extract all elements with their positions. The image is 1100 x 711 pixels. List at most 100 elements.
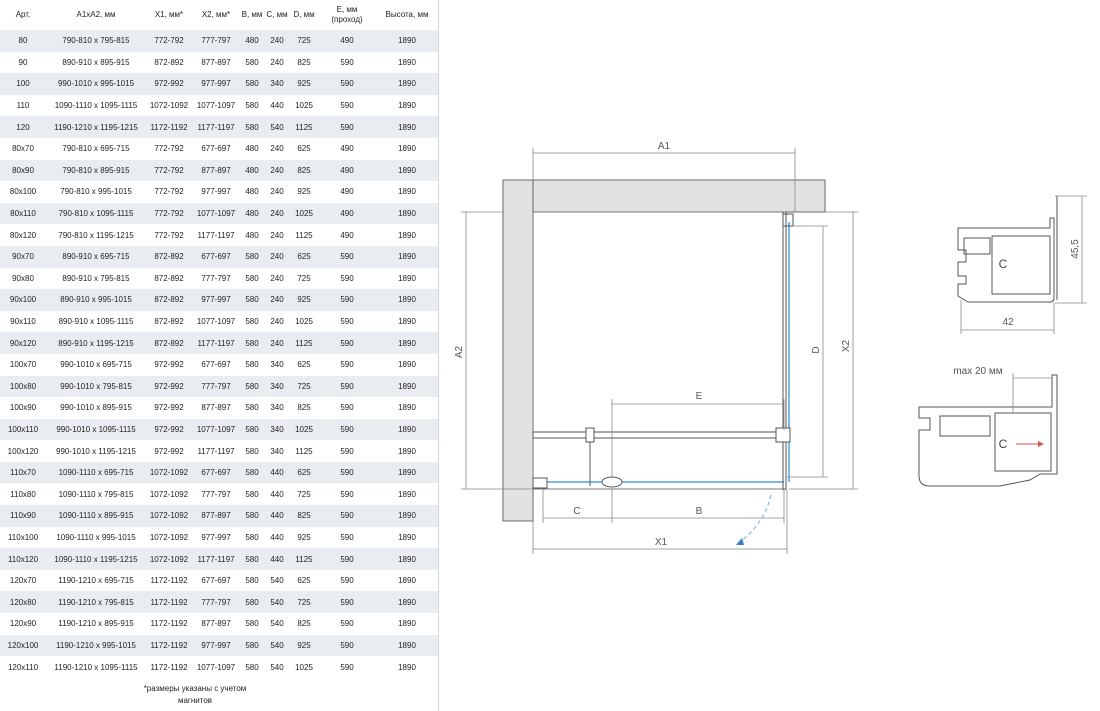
column-header: X2, мм* [201, 10, 231, 19]
table-cell: 1890 [376, 73, 438, 95]
table-cell: 340 [264, 375, 290, 398]
table-cell: 80x90 [0, 159, 46, 182]
table-cell: 1890 [376, 375, 438, 398]
table-cell: 825 [290, 505, 318, 527]
table-cell: 490 [318, 202, 376, 225]
table-cell: 580 [240, 613, 264, 635]
table-cell: 1890 [376, 159, 438, 182]
table-cell: 972-992 [146, 73, 192, 95]
table-cell: 772-792 [146, 30, 192, 52]
table-cell: 590 [318, 375, 376, 398]
table-cell: 972-992 [146, 353, 192, 376]
table-cell: 825 [290, 397, 318, 419]
bottom-profile-inner [939, 415, 991, 437]
table-cell: 590 [318, 569, 376, 592]
table-cell: 972-992 [146, 375, 192, 398]
table-cell: 1172-1192 [146, 613, 192, 635]
column-header: E, мм (проход) [331, 5, 363, 24]
table-cell: 1077-1097 [192, 94, 240, 117]
table-cell: 625 [290, 245, 318, 268]
column-header: B, мм [241, 10, 263, 19]
table-cell: 580 [240, 397, 264, 419]
label-a1: A1 [658, 141, 671, 152]
table-cell: 925 [290, 526, 318, 549]
table-cell: 110x70 [0, 461, 46, 484]
table-cell: 490 [318, 159, 376, 182]
footnote: *размеры указаны с учетом магнитов [143, 684, 247, 705]
side-wall [502, 179, 534, 522]
table-cell: 1090-1110 x 1095-1115 [46, 94, 146, 117]
table-cell: 440 [264, 483, 290, 506]
table-cell: 110 [0, 94, 46, 117]
table-cell: 240 [264, 51, 290, 74]
table-cell: 120x110 [0, 656, 46, 678]
table-cell: 590 [318, 548, 376, 570]
table-cell: 977-997 [192, 526, 240, 549]
table-cell: 540 [264, 634, 290, 657]
table-cell: 977-997 [192, 289, 240, 311]
table-cell: 790-810 x 1195-1215 [46, 224, 146, 246]
table-cell: 590 [318, 267, 376, 290]
table-cell: 725 [290, 267, 318, 290]
table-cell: 90x110 [0, 310, 46, 333]
table-cell: 440 [264, 548, 290, 570]
table-cell: 677-697 [192, 353, 240, 376]
door-swing-arrowhead [736, 538, 744, 545]
table-cell: 480 [240, 181, 264, 203]
table-cell: 1072-1092 [146, 461, 192, 484]
table-cell: 1890 [376, 461, 438, 484]
table-cell: 110x80 [0, 483, 46, 506]
table-cell: 590 [318, 116, 376, 138]
table-cell: 580 [240, 73, 264, 95]
table-cell: 1890 [376, 591, 438, 614]
table-cell: 240 [264, 159, 290, 182]
table-cell: 100x70 [0, 353, 46, 376]
table-cell: 790-810 x 695-715 [46, 137, 146, 160]
table-cell: 580 [240, 116, 264, 138]
table-cell: 1172-1192 [146, 591, 192, 614]
label-d: D [811, 346, 822, 353]
column-header: D, мм [293, 10, 315, 19]
table-cell: 580 [240, 656, 264, 678]
table-cell: 110x100 [0, 526, 46, 549]
table-cell: 790-810 x 995-1015 [46, 181, 146, 203]
table-cell: 90x100 [0, 289, 46, 311]
table-cell: 1890 [376, 94, 438, 117]
top-profile-gasket [991, 235, 1051, 295]
table-cell: 877-897 [192, 505, 240, 527]
table-cell: 1077-1097 [192, 310, 240, 333]
table-cell: 120x90 [0, 613, 46, 635]
table-cell: 1125 [290, 440, 318, 462]
opening-arrow-head [1038, 441, 1044, 447]
table-cell: 1890 [376, 397, 438, 419]
table-cell: 772-792 [146, 224, 192, 246]
table-cell: 1890 [376, 30, 438, 52]
table-cell: 580 [240, 440, 264, 462]
table-cell: 590 [318, 94, 376, 117]
table-cell: 240 [264, 202, 290, 225]
label-x1: X1 [655, 537, 668, 548]
table-cell: 80x70 [0, 137, 46, 160]
table-cell: 1890 [376, 202, 438, 225]
bottom-profile-shape [918, 374, 1058, 487]
table-cell: 580 [240, 375, 264, 398]
table-cell: 480 [240, 202, 264, 225]
table-cell: 1090-1110 x 695-715 [46, 461, 146, 484]
table-cell: 1172-1192 [146, 569, 192, 592]
table-cell: 1890 [376, 181, 438, 203]
table-cell: 240 [264, 181, 290, 203]
table-cell: 90x120 [0, 332, 46, 354]
table-cell: 340 [264, 397, 290, 419]
table-cell: 677-697 [192, 569, 240, 592]
